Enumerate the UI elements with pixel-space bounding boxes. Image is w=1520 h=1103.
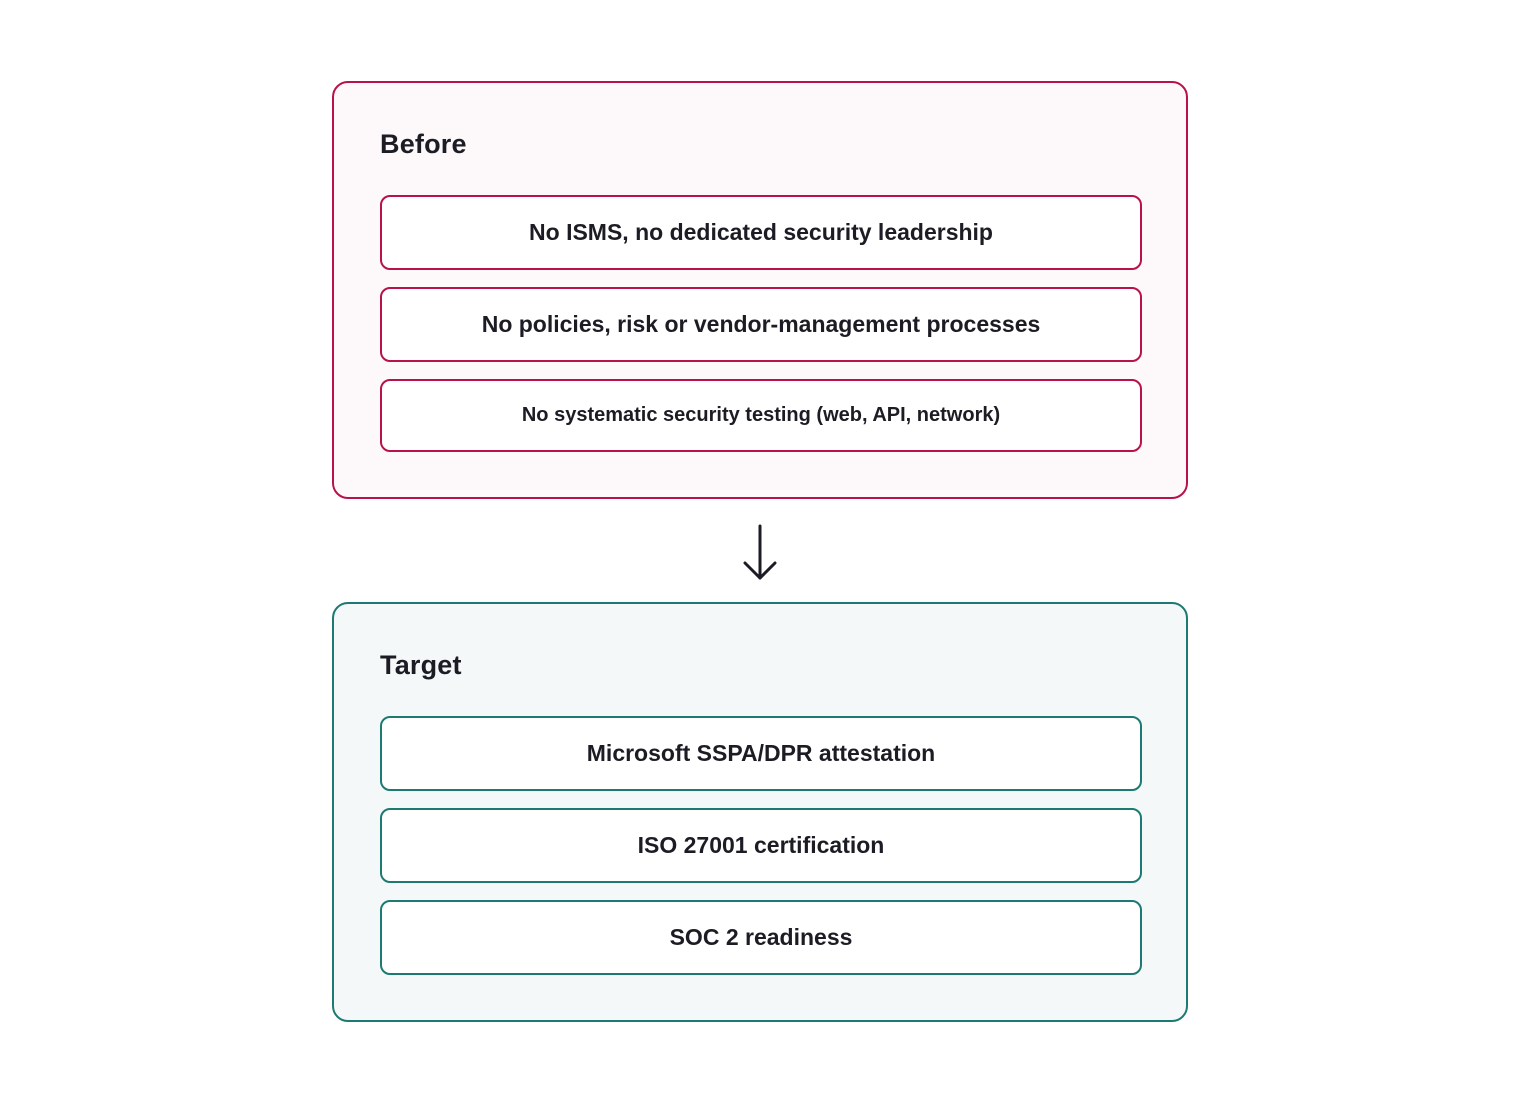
target-item-iso: ISO 27001 certification [380,808,1142,883]
before-item-testing: No systematic security testing (web, API… [380,379,1142,452]
target-item-soc2: SOC 2 readiness [380,900,1142,975]
before-title: Before [380,129,467,159]
before-panel: Before No ISMS, no dedicated security le… [332,81,1188,499]
target-panel: Target Microsoft SSPA/DPR attestation IS… [332,602,1188,1022]
before-item-policies: No policies, risk or vendor-management p… [380,287,1142,362]
arrow-down-icon [743,524,777,580]
target-title: Target [380,650,462,680]
target-item-sspa: Microsoft SSPA/DPR attestation [380,716,1142,791]
before-item-isms: No ISMS, no dedicated security leadershi… [380,195,1142,270]
